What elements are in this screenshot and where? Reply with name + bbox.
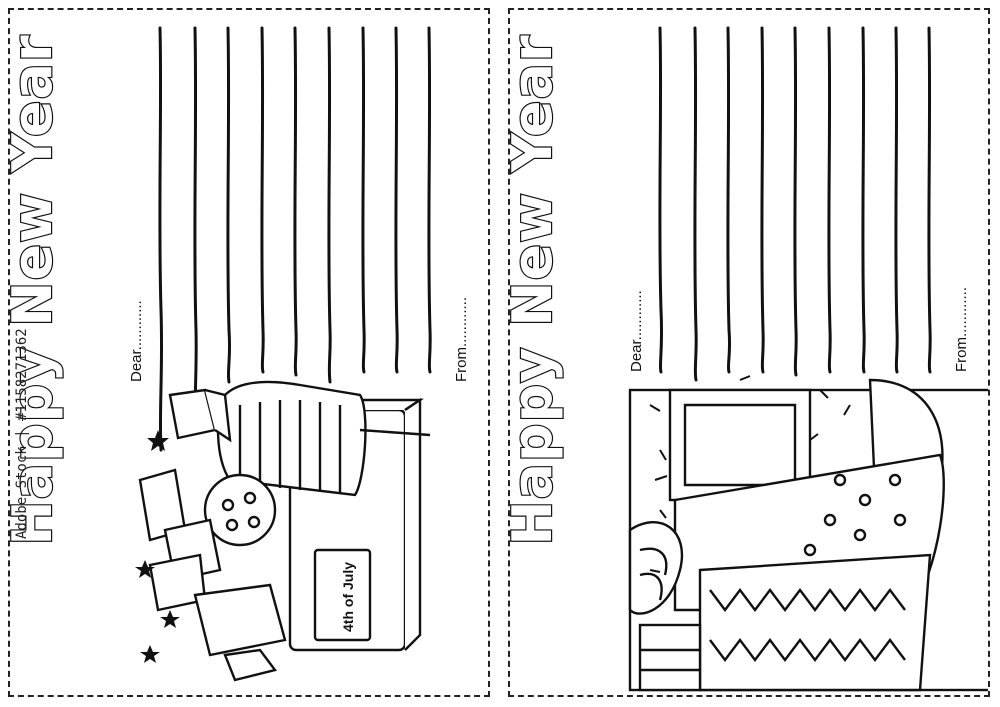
postcard-fireworks: 4th of July Happy New Year Dear.........… <box>8 8 490 697</box>
star-decorations <box>135 430 180 663</box>
from-label: From............ <box>953 286 970 372</box>
dear-label: Dear............ <box>628 290 645 372</box>
box-label: 4th of July <box>340 561 356 632</box>
postcard-party: Happy New Year Dear............ From....… <box>508 8 990 697</box>
writing-lines <box>135 26 432 682</box>
title-text: Happy New Year <box>508 33 565 547</box>
stock-watermark: Adobe Stock | #1158271362 <box>14 328 30 539</box>
writing-lines <box>628 26 988 692</box>
fireworks-illustration <box>138 380 431 682</box>
party-illustration <box>628 378 988 692</box>
confetti <box>649 375 851 573</box>
from-label: From............ <box>453 296 470 382</box>
dear-label: Dear............ <box>128 300 145 382</box>
